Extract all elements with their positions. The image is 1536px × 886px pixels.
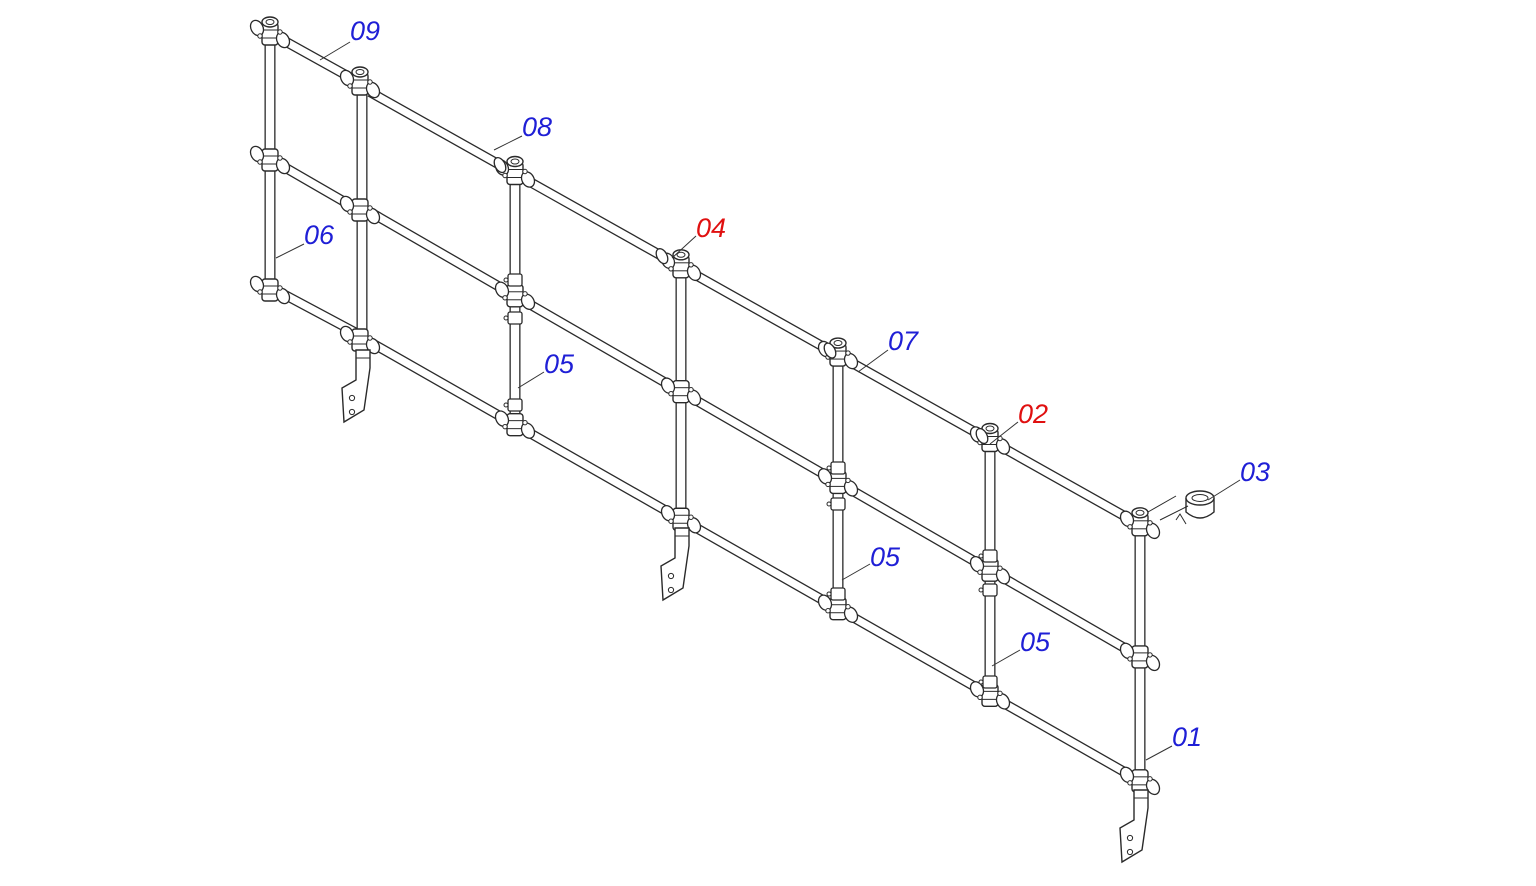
clamp-fittings [249,16,1161,796]
post-clamp-5c [826,587,846,601]
callout-label-c04: 04 [696,213,726,243]
callout-leader-c09 [319,41,351,61]
callout-leader-c08 [493,135,523,151]
callout-leaders [275,41,1241,761]
callout-label-c06: 06 [304,220,335,250]
fitting-p7-top [1119,507,1161,540]
base-plates [341,349,1149,864]
fitting-p5-bot [817,594,859,623]
post-clamp-3a [503,273,523,287]
fitting-p5-top [817,337,859,370]
fitting-p4-bot [660,504,702,534]
fitting-p6-top [969,422,1011,455]
callout-leader-c04 [671,235,697,259]
end-cap-part [1147,490,1215,525]
fitting-p3-bot [494,410,536,439]
base-plate-3 [1119,789,1149,864]
callout-leader-c06 [275,243,305,259]
fitting-p4-top [660,249,702,282]
fitting-p3-mid [494,281,536,311]
fitting-p2-top [339,66,381,99]
rail-collar-top-4 [975,427,989,445]
callout-label-c09: 09 [350,16,380,46]
fitting-p2-bot [339,325,381,355]
callout-leader-c05a [517,371,545,389]
horizontal-rails [269,29,1138,783]
callout-leader-c01 [1145,745,1173,761]
post-clamp-6a [978,549,998,563]
fitting-p1-mid [249,145,291,175]
callout-label-c02: 02 [1018,399,1048,429]
post-clamp-6c [978,675,998,689]
callout-label-c05b: 05 [870,542,901,572]
callout-label-c08: 08 [522,112,552,142]
fitting-p6-mid [969,555,1011,585]
callout-leader-c03 [1207,479,1241,501]
callout-leader-c05c [991,649,1021,667]
callout-label-c01: 01 [1172,722,1202,752]
rail-collar-top-3 [823,342,837,359]
callout-label-c05c: 05 [1020,627,1051,657]
callout-label-c07: 07 [888,326,919,356]
fitting-p6-bot [969,681,1011,710]
fitting-p1-top [249,16,291,49]
fitting-p2-mid [339,195,381,225]
callout-leader-c05b [841,563,871,581]
end-cap-03 [1147,490,1215,525]
base-plate-1 [341,349,371,424]
rail-collar-top-1 [493,156,507,174]
main-rail-1 [367,87,1138,527]
callout-label-c05a: 05 [544,349,575,379]
fitting-p1-bot [249,275,291,305]
post-clamp-3c [503,398,523,412]
main-rail-2 [367,207,1138,659]
fitting-p4-mid [660,377,702,406]
fitting-p7-bot [1119,766,1161,796]
post-clamp-3b [503,311,523,325]
callout-label-c03: 03 [1240,457,1270,487]
post-clamp-6b [978,583,998,597]
fitting-p7-mid [1119,642,1161,672]
callout-leader-c07 [857,349,889,373]
base-plate-2 [660,527,690,602]
callout-leader-c02 [989,421,1019,445]
rail-collar-top-2 [655,248,669,265]
post-clamp-5a [826,461,846,475]
post-clamp-5b [826,497,846,511]
callout-labels: 01 02 03 04 05 05 05 06 07 08 09 [304,16,1270,752]
